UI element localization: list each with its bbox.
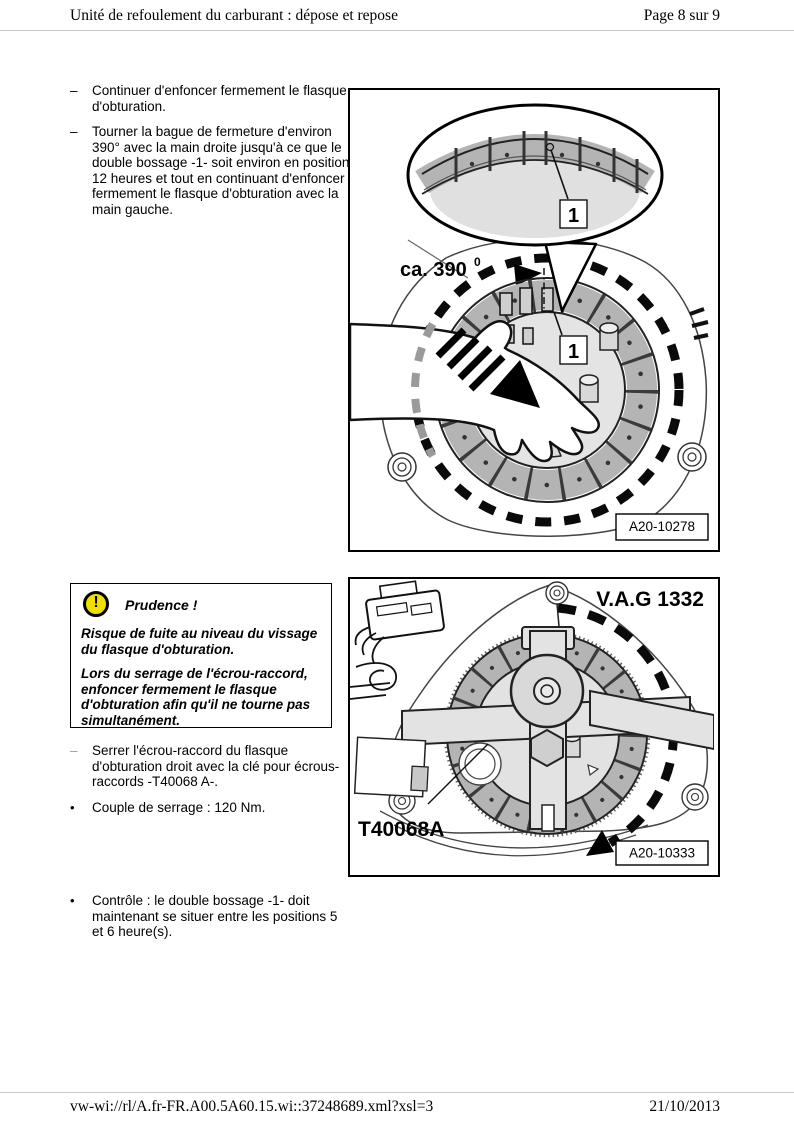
tool-fork-notch	[541, 804, 555, 832]
list-item-text: Serrer l'écrou-raccord du flasque d'obtu…	[92, 743, 340, 789]
balloon-band-inner-line	[423, 155, 647, 191]
pressing-hand	[350, 320, 601, 463]
electrical-connector	[365, 580, 445, 641]
page-number: Page 8 sur 9	[643, 7, 720, 24]
balloon-ribs	[454, 131, 639, 193]
fuel-port	[599, 322, 619, 351]
figure2-illustration: V.A.G 1332 T40068A A20-10333	[350, 580, 714, 866]
list-item: – Serrer l'écrou-raccord du flasque d'ob…	[70, 743, 352, 790]
list-item-text: Contrôle : le double bossage -1- doit ma…	[92, 893, 338, 939]
list-item: – Continuer d'enfoncer fermement le flas…	[70, 83, 352, 114]
callout-label: 1	[568, 341, 579, 363]
bolt-hole	[545, 581, 569, 605]
union-nut	[530, 728, 564, 768]
press-arrow-tip	[490, 360, 540, 408]
press-arrow	[435, 327, 506, 392]
flange-contour-line	[379, 810, 649, 849]
caution-paragraph: Risque de fuite au niveau du vissage du …	[81, 626, 318, 657]
balloon-band-bottom-edge	[421, 159, 649, 195]
pivot-circle	[540, 684, 554, 698]
footer-date: 21/10/2013	[649, 1098, 720, 1115]
tool-leader-line	[427, 743, 489, 805]
wrench-tool-label: T40068A	[358, 818, 444, 841]
flange-edge-line	[407, 239, 469, 279]
balloon-dots	[469, 152, 601, 167]
list-item: • Contrôle : le double bossage -1- doit …	[70, 893, 352, 940]
bullet-marker: •	[70, 800, 75, 815]
callout-leader	[550, 149, 569, 200]
balloon-band-top-edge	[421, 138, 649, 175]
callout-label: 1	[568, 205, 579, 227]
list-item: – Tourner la bague de fermeture d'enviro…	[70, 124, 352, 217]
caution-title: Prudence !	[125, 597, 198, 613]
clip-marks	[689, 307, 709, 340]
dash-marker: –	[70, 124, 78, 139]
bullet-marker: •	[70, 893, 75, 908]
fuel-port	[579, 374, 599, 403]
bolt-hole	[677, 442, 707, 472]
torque-wrench-label: V.A.G 1332	[596, 588, 704, 611]
callout-box	[559, 199, 588, 229]
ring-ribs	[435, 278, 659, 502]
list-item-text: Couple de serrage : 120 Nm.	[92, 800, 266, 815]
figure-ref-label: A20-10278	[629, 519, 695, 534]
list-item-text: Tourner la bague de fermeture d'environ …	[92, 124, 350, 217]
list-item: • Couple de serrage : 120 Nm.	[70, 800, 352, 816]
caution-body: Risque de fuite au niveau du vissage du …	[81, 626, 321, 728]
figure-ref-label: A20-10333	[629, 846, 695, 861]
caution-box: ! Prudence ! Risque de fuite au niveau d…	[70, 583, 332, 728]
footer-document-link: vw-wi://rl/A.fr-FR.A00.5A60.15.wi::37248…	[70, 1098, 434, 1115]
tightening-arrowhead	[586, 830, 614, 856]
rotation-angle-superscript: 0	[474, 255, 481, 269]
footer-rule	[0, 1092, 794, 1093]
balloon-ring-band	[415, 134, 655, 194]
header-rule	[0, 30, 794, 31]
callout-leader	[553, 311, 563, 336]
pivot-circle	[533, 677, 561, 705]
callout-box	[559, 335, 588, 365]
caution-paragraph: Lors du serrage de l'écrou-raccord, enfo…	[81, 666, 311, 728]
figure-union-nut-tightening: V.A.G 1332 T40068A A20-10333	[348, 577, 720, 877]
pump-port-circles	[458, 742, 502, 786]
warning-icon: !	[83, 591, 109, 617]
list-item-text: Continuer d'enfoncer fermement le flasqu…	[92, 83, 347, 114]
direction-detail	[587, 764, 600, 777]
mounting-bracket	[353, 736, 429, 798]
lug-dot	[545, 142, 555, 152]
figure1-illustration: 1	[350, 103, 709, 541]
bolt-hole	[387, 452, 417, 482]
dash-marker: –	[70, 83, 78, 98]
dash-marker: –	[70, 743, 78, 758]
figure-ref-box	[615, 840, 709, 866]
wiring-harness	[350, 626, 397, 700]
torque-wrench-bar	[589, 689, 714, 751]
figure-locking-ring-rotation: 1	[348, 88, 720, 552]
page-title: Unité de refoulement du carburant : dépo…	[70, 7, 398, 24]
bolt-hole	[681, 783, 709, 811]
figure-ref-box	[615, 513, 709, 541]
rotation-angle-label: ca. 390	[400, 259, 467, 281]
exclamation-glyph: !	[93, 594, 99, 611]
